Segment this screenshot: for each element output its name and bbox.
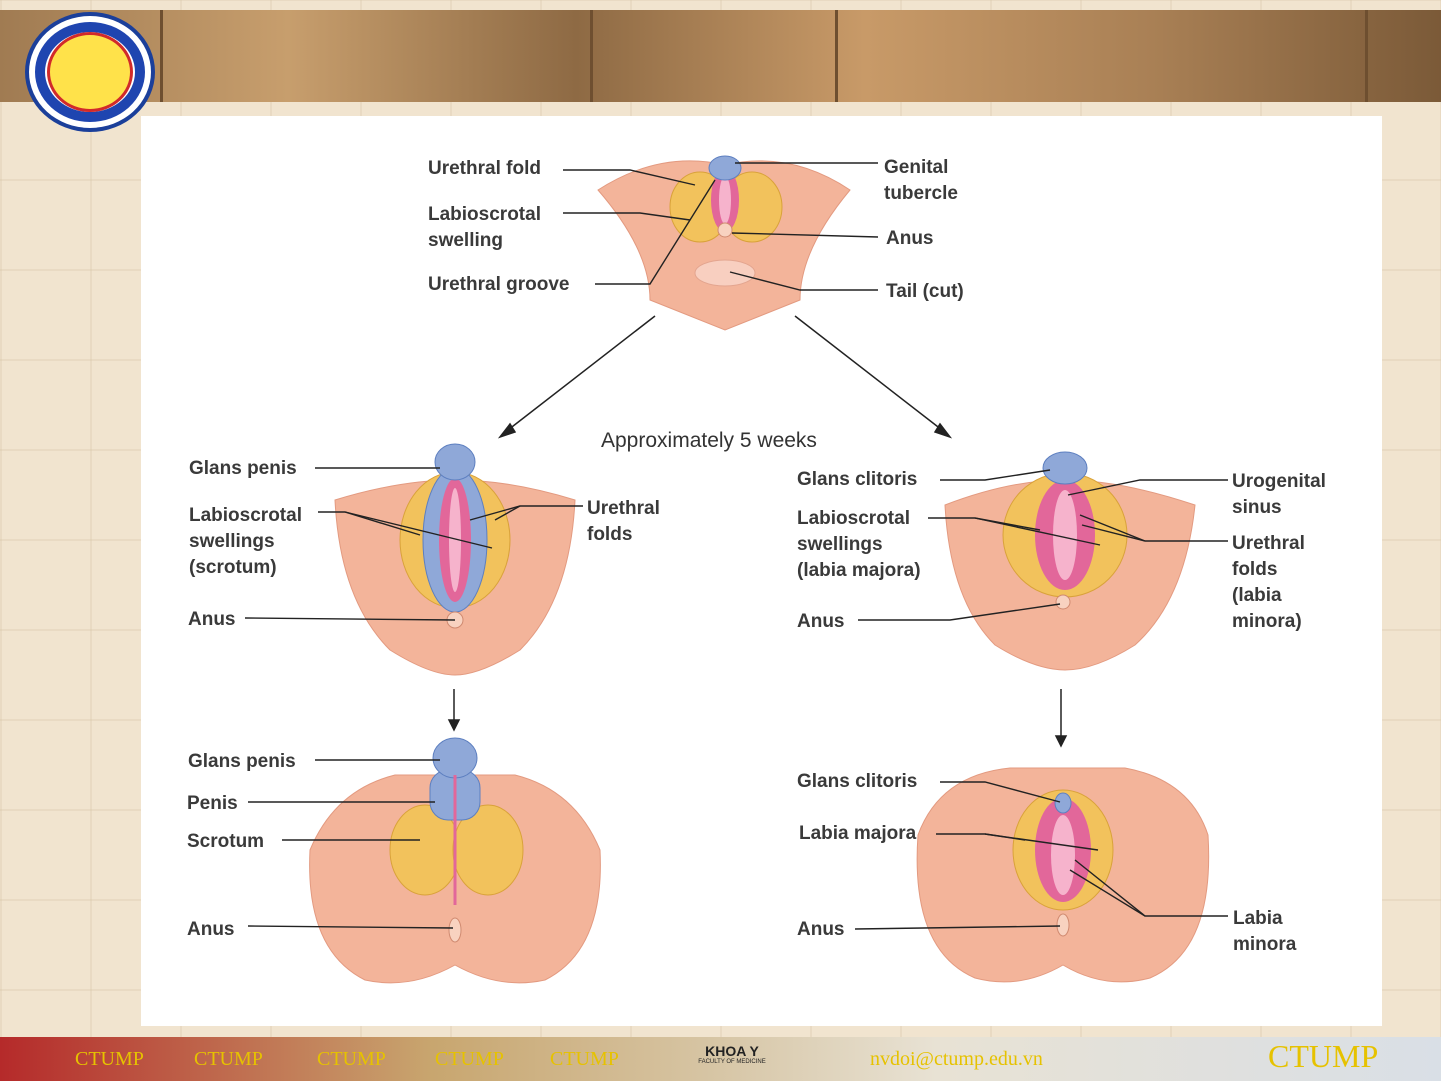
male-stage2-figure bbox=[309, 737, 601, 984]
male-stage2-leader-lines bbox=[247, 759, 454, 929]
footer-ctump-5: CTUMP bbox=[550, 1048, 619, 1070]
label-glans-penis-1: Glans penis bbox=[189, 458, 297, 479]
label-glans-clitoris-1: Glans clitoris bbox=[797, 469, 918, 490]
label-labia-minora: Labia minora bbox=[1233, 908, 1297, 955]
label-labioscrotal-labia-majora: Labioscrotal swellings (labia majora) bbox=[797, 508, 921, 581]
faculty-title: KHOA Y bbox=[705, 1043, 759, 1059]
indifferent-stage-figure bbox=[597, 155, 851, 331]
branch-arrows bbox=[447, 315, 1068, 748]
label-anus-male-2: Anus bbox=[187, 919, 235, 940]
label-urethral-groove: Urethral groove bbox=[428, 274, 570, 295]
wood-plank bbox=[160, 10, 163, 102]
female-stage1-leader-lines bbox=[858, 469, 1228, 621]
label-glans-clitoris-2: Glans clitoris bbox=[797, 771, 918, 792]
footer-ctump-3: CTUMP bbox=[317, 1048, 386, 1070]
wood-plank bbox=[835, 10, 838, 102]
label-urethral-fold: Urethral fold bbox=[428, 158, 541, 179]
footer-ctump-4: CTUMP bbox=[435, 1048, 504, 1070]
faculty-subtitle: FACULTY OF MEDICINE bbox=[698, 1059, 766, 1065]
logo-caduceus-icon bbox=[47, 32, 133, 112]
caption-approximately-5-weeks: Approximately 5 weeks bbox=[601, 429, 817, 452]
label-anus-male-1: Anus bbox=[188, 609, 236, 630]
footer-email: nvdoi@ctump.edu.vn bbox=[870, 1048, 1043, 1070]
logo-ring bbox=[35, 22, 145, 122]
footer-brand: CTUMP bbox=[1268, 1038, 1379, 1074]
faculty-logo: KHOA Y FACULTY OF MEDICINE bbox=[682, 1043, 782, 1065]
label-anus-top: Anus bbox=[886, 228, 934, 249]
wood-plank bbox=[1365, 10, 1368, 102]
label-scrotum: Scrotum bbox=[187, 831, 265, 852]
label-glans-penis-2: Glans penis bbox=[188, 751, 296, 772]
label-labia-majora: Labia majora bbox=[799, 823, 917, 844]
label-tail-cut: Tail (cut) bbox=[886, 281, 964, 302]
female-stage2-figure bbox=[916, 767, 1210, 983]
wood-header-bar bbox=[0, 10, 1441, 102]
label-labioscrotal-scrotum: Labioscrotal swellings (scrotum) bbox=[189, 505, 302, 578]
female-stage1-figure bbox=[944, 451, 1196, 671]
footer-ctump-1: CTUMP bbox=[75, 1048, 144, 1070]
label-urethral-folds-male: Urethral folds bbox=[587, 498, 660, 545]
footer-bar bbox=[0, 1037, 1441, 1081]
wood-plank bbox=[590, 10, 593, 102]
label-penis: Penis bbox=[187, 793, 238, 814]
label-labioscrotal-swelling: Labioscrotal swelling bbox=[428, 204, 541, 251]
male-stage1-leader-lines bbox=[244, 467, 583, 621]
label-anus-female-1: Anus bbox=[797, 611, 845, 632]
label-genital-tubercle: Genital tubercle bbox=[884, 157, 958, 204]
male-stage1-figure bbox=[334, 443, 576, 676]
label-urogenital-sinus: Urogenital sinus bbox=[1232, 471, 1326, 518]
footer-ctump-2: CTUMP bbox=[194, 1048, 263, 1070]
university-logo bbox=[25, 12, 155, 132]
top-leader-lines bbox=[563, 162, 879, 291]
female-stage2-leader-lines bbox=[854, 781, 1228, 930]
label-anus-female-2: Anus bbox=[797, 919, 845, 940]
label-urethral-folds-labia-minora: Urethral folds (labia minora) bbox=[1232, 533, 1305, 632]
